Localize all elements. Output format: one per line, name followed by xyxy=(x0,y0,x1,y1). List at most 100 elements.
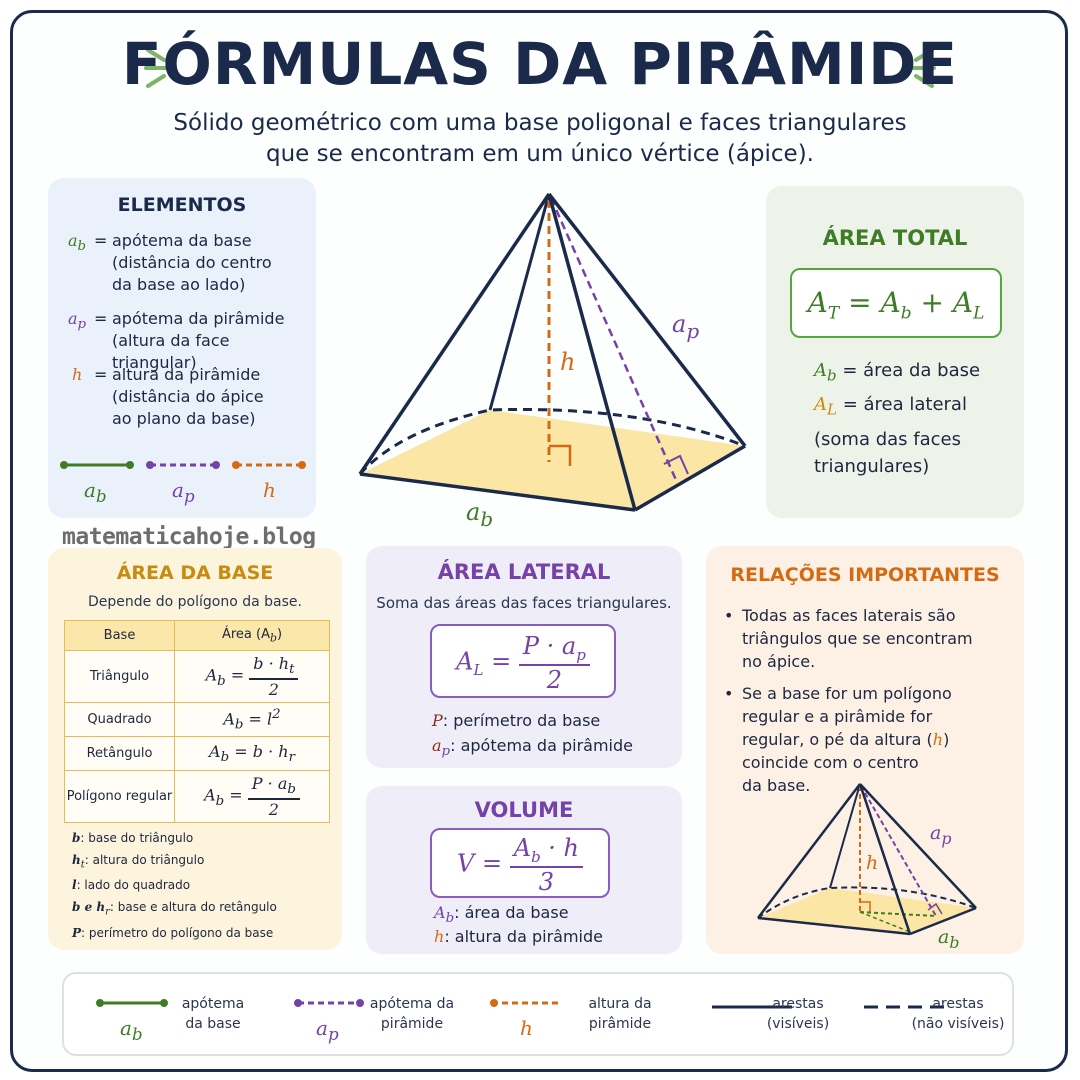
formula-term: A xyxy=(204,786,216,805)
symbol: a xyxy=(466,498,481,526)
deco-dashes-left-icon xyxy=(144,48,174,88)
note-symbol: h xyxy=(72,852,81,867)
subscript: b xyxy=(900,303,912,324)
legend-ap-text: apótema da pirâmide xyxy=(366,994,458,1034)
area-total-note: (soma das faces triangulares) xyxy=(814,426,961,480)
subscript: b xyxy=(480,506,494,531)
base-hidden-edges xyxy=(358,407,746,476)
small-edge-right xyxy=(859,783,977,909)
subscript: b xyxy=(217,674,226,690)
table-row: Quadrado Ab = l2 xyxy=(64,702,330,737)
elementos-legend-ab: ab xyxy=(84,478,107,506)
bottom-legend: ab apótema da base ap apótema da pirâmid… xyxy=(62,972,1014,1056)
lateral-edge-right xyxy=(547,192,747,448)
legend-dashed-purple-icon xyxy=(294,999,364,1007)
table-header-row: Base Área (Ab) xyxy=(64,620,330,651)
apothem-right-angle-icon xyxy=(663,454,689,475)
elementos-legend-lines xyxy=(60,461,306,469)
subscript: L xyxy=(827,400,837,419)
area-total-card: ÁREA TOTAL AT = Ab + AL Ab = área da bas… xyxy=(766,186,1024,518)
table-header-base: Base xyxy=(64,620,175,651)
symbol: h xyxy=(263,478,276,502)
small-pyramid-diagram xyxy=(757,783,977,936)
table-header-area: Área (Ab) xyxy=(174,620,330,651)
definition-line: (distância do centro xyxy=(112,253,272,272)
volume-def-ab: Ab: área da base xyxy=(434,902,569,930)
legend-line: arestas xyxy=(772,996,824,1012)
formula-term: A xyxy=(952,286,974,319)
numerator: b · h xyxy=(253,654,290,674)
page-subtitle: Sólido geométrico com uma base poligonal… xyxy=(0,108,1080,170)
subscript: t xyxy=(289,662,295,678)
small-base-center-line xyxy=(859,911,911,933)
definition-line: altura da pirâmide xyxy=(112,365,261,384)
legend-hidden-edges-text: arestas (não visíveis) xyxy=(910,994,1006,1034)
area-base-card: ÁREA DA BASE Depende do polígono da base… xyxy=(48,548,342,950)
lateral-edge-front xyxy=(547,193,637,511)
note-text: : base e altura do retângulo xyxy=(109,899,277,914)
formula-term: A xyxy=(456,647,474,676)
bullet-line: coincide com o centro xyxy=(742,753,919,772)
area-total-def-al: AL = área lateral xyxy=(814,394,967,421)
subscript: b xyxy=(270,631,277,645)
symbol: A xyxy=(814,360,827,381)
legend-line: apótema xyxy=(181,996,245,1012)
small-label-ab: ab xyxy=(938,926,959,952)
elementos-legend-ap: ap xyxy=(172,478,195,506)
numerator: P · a xyxy=(522,632,577,660)
definition-text: = área lateral xyxy=(842,394,967,415)
formula-term: V xyxy=(456,849,475,878)
area-base-title: ÁREA DA BASE xyxy=(116,562,274,584)
watermark: matematicahoje.blog xyxy=(62,524,316,550)
volume-def-h: h: altura da pirâmide xyxy=(434,926,603,948)
denominator: 2 xyxy=(546,665,562,694)
subscript: p xyxy=(327,1025,339,1044)
subscript: p xyxy=(941,828,952,848)
title-deco-left xyxy=(140,46,180,90)
pyramid-diagram xyxy=(358,192,747,512)
small-hidden-edge xyxy=(829,783,861,889)
area-lateral-def-ap: ap: apótema da pirâmide xyxy=(432,735,633,763)
dashed-orange-line-icon xyxy=(232,461,306,469)
definition-line: apótema da pirâmide xyxy=(112,309,285,328)
bullet-line: Se a base for um polígono xyxy=(742,684,952,703)
numerator: P · a xyxy=(251,774,288,794)
note-row: b: base do triângulo xyxy=(72,828,277,850)
note-line: (soma das faces xyxy=(814,429,961,450)
legend-line: pirâmide xyxy=(380,1016,444,1032)
header-text: ) xyxy=(276,626,283,642)
deco-dashes-right-icon xyxy=(906,48,936,88)
small-base-front-right xyxy=(909,906,977,936)
bullet-dot-icon: • xyxy=(724,606,734,625)
legend-h-text: altura da pirâmide xyxy=(580,994,660,1034)
subscript: b xyxy=(131,1025,143,1044)
subscript: p xyxy=(77,317,87,333)
subscript: b xyxy=(445,911,455,927)
bullet-line: regular, o pé da altura (h) xyxy=(742,728,952,751)
symbol: a xyxy=(938,926,950,948)
formula-equals: = xyxy=(481,849,503,878)
area-total-title: ÁREA TOTAL xyxy=(822,226,968,250)
numerator: A xyxy=(513,834,532,862)
small-apothem-line xyxy=(860,785,937,917)
subscript: r xyxy=(105,906,110,918)
symbol: P xyxy=(432,711,443,730)
note-row: ht: altura do triângulo xyxy=(72,850,277,876)
symbol: h xyxy=(434,927,445,946)
subscript: p xyxy=(183,487,195,506)
legend-line: apótema da xyxy=(369,996,455,1012)
note-text: : base do triângulo xyxy=(80,831,194,845)
symbol: a xyxy=(930,822,942,844)
table-cell-base: Quadrado xyxy=(64,702,175,737)
area-total-formula-box: AT = Ab + AL xyxy=(790,268,1002,338)
formula-term: A xyxy=(209,741,221,761)
subscript: b xyxy=(215,794,225,810)
